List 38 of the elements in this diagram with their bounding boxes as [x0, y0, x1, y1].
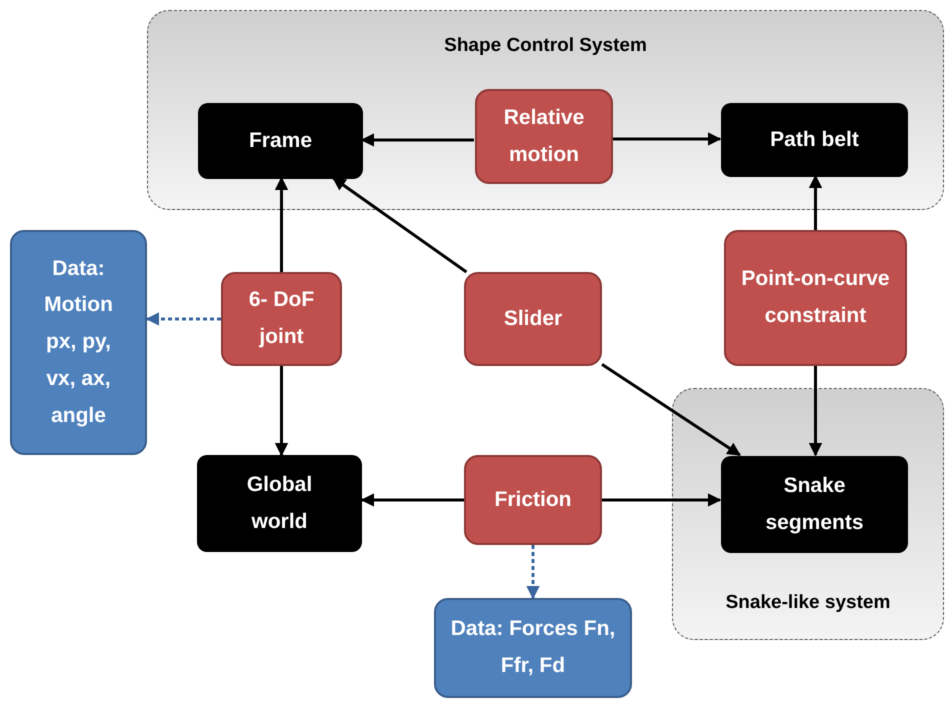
joint-box — [464, 272, 602, 366]
arrow — [602, 493, 722, 507]
data-box — [434, 598, 632, 698]
box-label: 6- DoF joint — [248, 287, 316, 350]
box-label: Slider — [502, 306, 564, 332]
system-group-panel — [147, 10, 944, 210]
dotted-arrow — [526, 545, 540, 600]
box-label: Snake segments — [764, 472, 865, 536]
arrow — [274, 366, 288, 456]
box-label: Global world — [246, 472, 314, 534]
joint-box — [464, 455, 602, 545]
data-box — [10, 230, 147, 455]
box-label: Relative motion — [502, 104, 586, 168]
joint-box — [724, 230, 907, 366]
body-box — [721, 456, 908, 553]
box-label: Friction — [494, 486, 572, 513]
box-label: Point-on-curve constraint — [740, 266, 891, 329]
box-label: Data: Forces Fn, Ffr, Fd — [450, 616, 616, 679]
group-heading: Snake-like system — [724, 590, 892, 615]
group-heading: Shape Control System — [443, 34, 648, 58]
box-label: Data: Motion px, py, vx, ax, angle — [43, 256, 114, 429]
joint-box — [475, 89, 613, 184]
arrow — [360, 133, 474, 147]
arrow — [274, 176, 288, 272]
arrow — [601, 363, 741, 456]
dotted-arrow — [146, 312, 221, 326]
body-box — [198, 103, 363, 179]
arrow — [612, 132, 722, 146]
system-group-panel — [672, 388, 944, 640]
box-label: Frame — [248, 128, 314, 154]
body-box — [197, 455, 362, 552]
arrow — [332, 176, 468, 274]
box-label: Path belt — [769, 126, 860, 153]
arrow — [360, 493, 464, 507]
arrow — [808, 366, 822, 456]
joint-box — [221, 272, 342, 366]
body-box — [721, 103, 908, 177]
arrow — [808, 174, 822, 230]
